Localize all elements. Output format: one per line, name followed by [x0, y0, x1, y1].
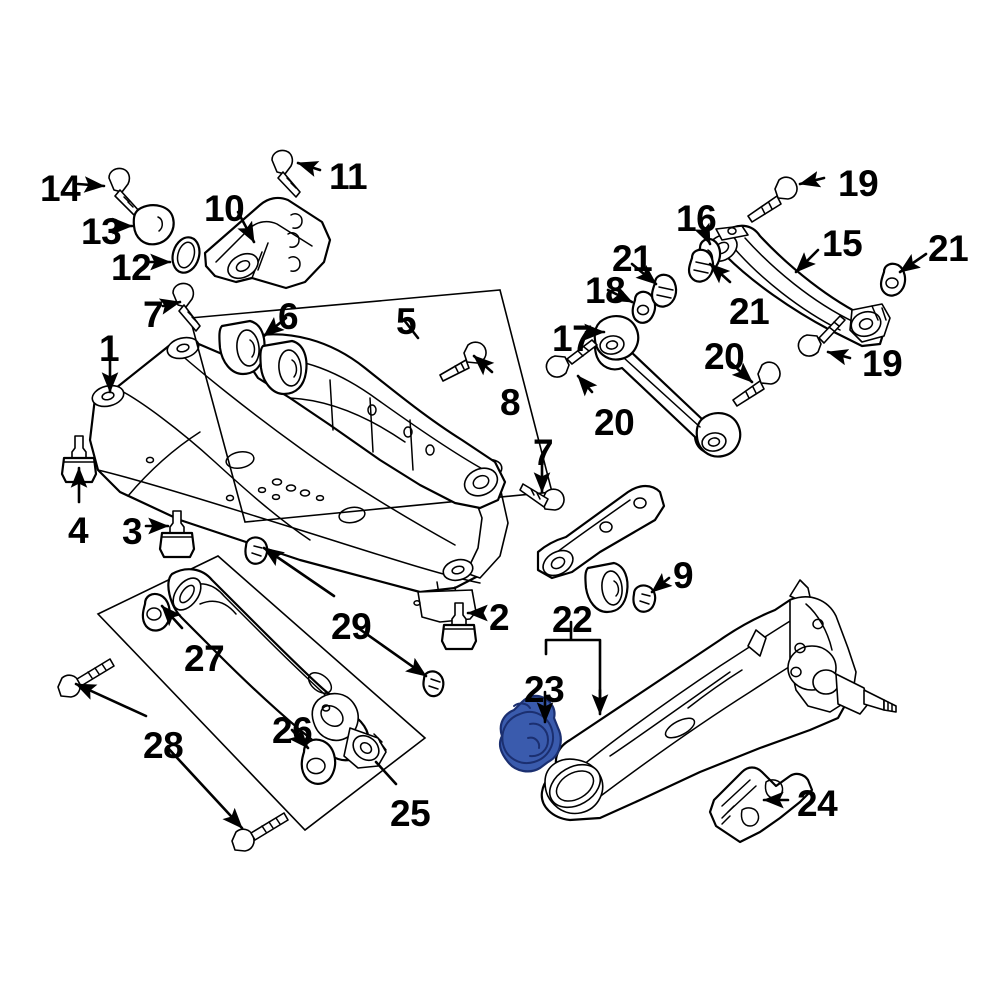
bushing-26	[300, 738, 337, 785]
leader-19b	[826, 349, 852, 366]
bolt-7-upper-left	[172, 282, 201, 332]
callout-4: 4	[68, 510, 89, 551]
lower-arm-kit-25	[96, 555, 427, 832]
leader-15	[794, 248, 820, 274]
bolt-20-right	[732, 361, 781, 407]
callout-10: 10	[204, 188, 245, 229]
leader-26	[288, 727, 310, 750]
callout-15: 15	[822, 223, 863, 264]
callout-28: 28	[143, 725, 184, 766]
leader-18	[606, 285, 634, 304]
control-arm-bushing-6	[218, 319, 266, 376]
callout-23: 23	[524, 669, 565, 710]
leader-11	[296, 161, 322, 177]
trailing-arm-22	[540, 579, 897, 822]
leader-10	[236, 210, 256, 244]
bolt-11	[271, 149, 301, 198]
nut-21-upper	[650, 273, 678, 308]
lower-control-arm-panel	[188, 289, 554, 523]
brake-hose-bracket-24	[708, 766, 814, 844]
callout-20b: 20	[594, 402, 635, 443]
callout-7b: 7	[533, 432, 554, 473]
bolt-19-bottom	[797, 315, 846, 357]
leader-29b	[356, 626, 428, 678]
leader-20b	[576, 374, 598, 397]
leader-16	[694, 220, 712, 246]
callout-13: 13	[81, 211, 122, 252]
bolts-28	[57, 658, 289, 852]
callout-5: 5	[396, 301, 417, 342]
leader-8	[472, 354, 495, 376]
callout-11: 11	[329, 156, 368, 197]
callout-1: 1	[99, 328, 120, 369]
leader-21a	[630, 262, 658, 286]
leader-21b	[708, 262, 732, 284]
leader-25	[374, 760, 398, 786]
callout-19a: 19	[838, 163, 879, 204]
lateral-link-17	[593, 314, 742, 458]
leader-19a	[798, 171, 826, 188]
callout-14: 14	[40, 168, 81, 209]
leader-28a	[74, 682, 148, 718]
bushing-13	[132, 204, 175, 246]
nut-21-right	[879, 262, 907, 297]
callout-3: 3	[122, 511, 143, 552]
callout-25: 25	[390, 793, 431, 834]
stud-3	[158, 510, 196, 559]
hub-spindle	[747, 579, 897, 715]
leader-21c	[898, 252, 928, 274]
callout-21b: 21	[729, 291, 770, 332]
callout-17: 17	[552, 318, 593, 359]
callout-29: 29	[331, 606, 372, 647]
bracket-10	[203, 196, 332, 290]
callout-6: 6	[278, 296, 299, 337]
callout-18: 18	[585, 270, 626, 311]
nut-21-left	[687, 248, 715, 283]
callout-7a: 7	[143, 294, 164, 335]
callout-9: 9	[673, 555, 694, 596]
callout-20a: 20	[704, 336, 745, 377]
leader-7a	[158, 298, 182, 315]
bushing-18	[631, 290, 657, 324]
callout-19b: 19	[862, 343, 903, 384]
callout-21c: 21	[928, 228, 969, 269]
leader-20a	[728, 360, 754, 384]
callout-12: 12	[111, 247, 152, 288]
nut-29	[244, 536, 269, 565]
leader-5	[402, 318, 420, 340]
leader-6	[262, 316, 288, 338]
arm-bracket-center-right	[536, 484, 666, 614]
bolt-19-top	[747, 176, 798, 223]
washer-12	[171, 236, 201, 274]
leader-28b	[166, 746, 244, 830]
callout-26: 26	[272, 710, 313, 751]
callout-27: 27	[184, 638, 225, 679]
leader-9	[650, 573, 673, 594]
leader-27	[160, 604, 184, 630]
upper-control-arm-15	[706, 224, 891, 348]
leader-14	[76, 176, 106, 193]
nut-29-lower	[422, 670, 445, 698]
callout-8: 8	[500, 382, 521, 423]
callout-16: 16	[676, 198, 717, 239]
leader-22	[544, 620, 602, 708]
bolt-14	[108, 167, 141, 218]
nut-9	[632, 584, 657, 613]
bushing-27	[141, 592, 171, 632]
bolt-20-left	[545, 339, 598, 378]
callout-21a: 21	[612, 238, 653, 279]
leader-29a	[262, 546, 336, 598]
stud-2	[440, 602, 478, 651]
control-arm-bushing-second	[259, 339, 308, 396]
callout-24: 24	[797, 783, 838, 824]
bolt-7-center-right	[519, 483, 565, 511]
callout-22: 22	[552, 599, 593, 640]
callout-2: 2	[489, 597, 510, 638]
